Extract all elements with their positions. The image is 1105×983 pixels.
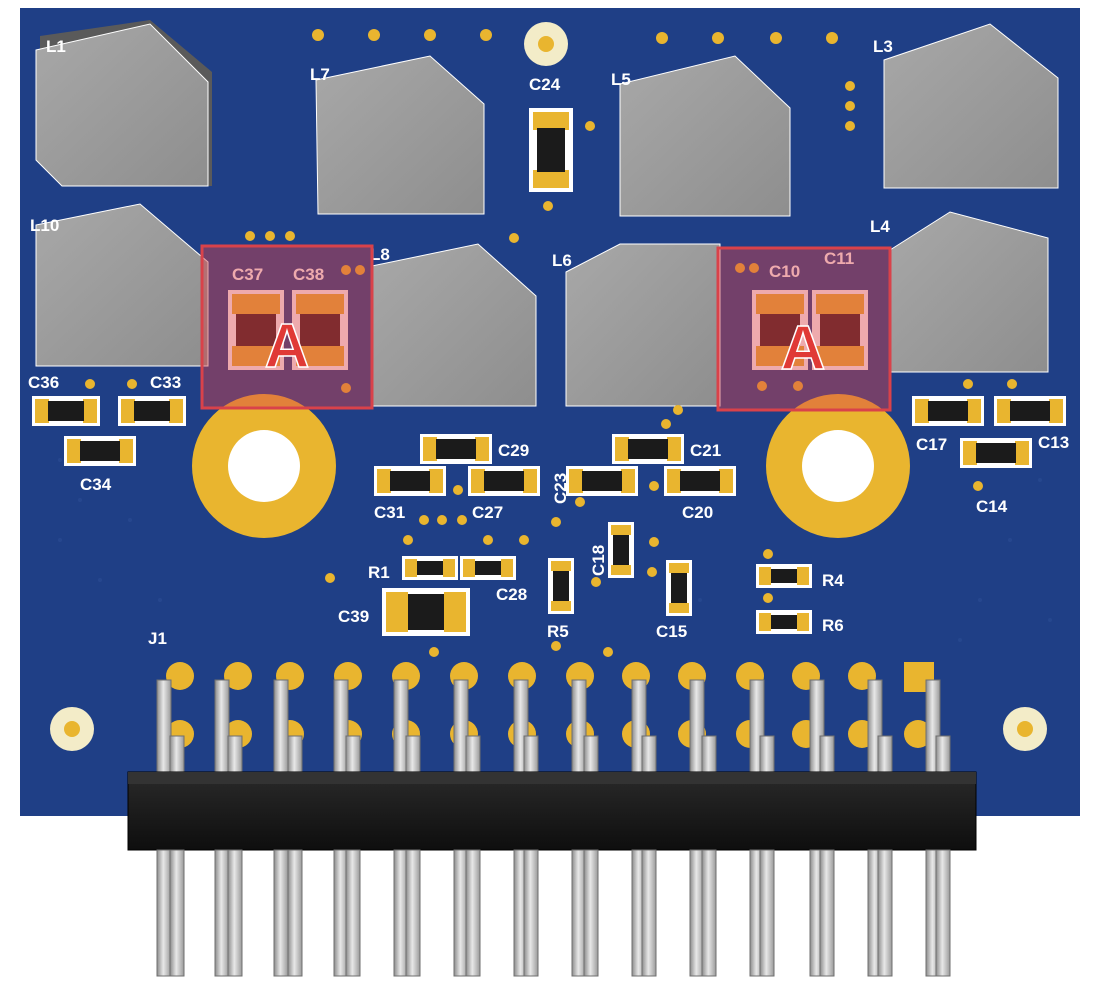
header-pins-back	[156, 679, 941, 781]
mounting-hole-left	[192, 394, 336, 538]
inductor-l6	[565, 243, 721, 407]
label-c27: C27	[472, 503, 503, 522]
smd-r1	[402, 556, 458, 580]
smd-c36	[32, 396, 100, 426]
inductor-l5	[619, 55, 791, 217]
smd-c31	[374, 466, 446, 496]
label-c33: C33	[150, 373, 181, 392]
fiducial-right	[1003, 707, 1047, 751]
smd-r5	[548, 558, 574, 614]
highlight-letter-right: A	[781, 314, 826, 383]
label-r1: R1	[368, 563, 390, 582]
label-c39: C39	[338, 607, 369, 626]
mounting-hole-right	[766, 394, 910, 538]
label-l3: L3	[873, 37, 893, 56]
vias	[85, 29, 1017, 657]
smd-r6	[756, 610, 812, 634]
label-c23: C23	[551, 473, 570, 504]
label-l8: L8	[370, 245, 390, 264]
fiducial-left	[50, 707, 94, 751]
label-c14: C14	[976, 497, 1008, 516]
highlight-box-right: A	[716, 246, 892, 412]
highlight-letter-left: A	[265, 312, 310, 381]
label-l10: L10	[30, 216, 59, 235]
inductor-l10	[35, 203, 209, 367]
label-l7: L7	[310, 65, 330, 84]
inductor-l7	[315, 55, 485, 215]
label-r5: R5	[547, 622, 569, 641]
label-c31: C31	[374, 503, 405, 522]
smd-c15	[666, 560, 692, 616]
label-c21: C21	[690, 441, 721, 460]
smd-c23	[566, 466, 638, 496]
smd-c20	[664, 466, 736, 496]
smd-c17	[912, 396, 984, 426]
label-c29: C29	[498, 441, 529, 460]
label-c38: C38	[293, 265, 324, 284]
caps-c10-c11	[752, 290, 868, 370]
label-c37: C37	[232, 265, 263, 284]
label-c10: C10	[769, 262, 800, 281]
label-r6: R6	[822, 616, 844, 635]
smd-c28	[460, 556, 516, 580]
smd-c18	[608, 522, 634, 578]
header-pins-front	[169, 735, 951, 781]
smd-c27	[468, 466, 540, 496]
label-l6: L6	[552, 251, 572, 270]
label-c15: C15	[656, 622, 687, 641]
smd-c14	[960, 438, 1032, 468]
highlight-box-left: A	[200, 244, 374, 410]
label-l4: L4	[870, 217, 890, 236]
smd-c21	[612, 434, 684, 464]
inductor-l4	[889, 211, 1049, 373]
label-c36: C36	[28, 373, 59, 392]
header-body	[127, 771, 977, 851]
smd-c33	[118, 396, 186, 426]
label-c24: C24	[529, 75, 561, 94]
label-c34: C34	[80, 475, 112, 494]
smd-c29	[420, 434, 492, 464]
label-c20: C20	[682, 503, 713, 522]
caps-c37-c38	[228, 290, 348, 370]
smd-c24	[529, 108, 573, 192]
label-c13: C13	[1038, 433, 1069, 452]
label-l5: L5	[611, 70, 631, 89]
label-l1: L1	[46, 37, 66, 56]
smd-r4	[756, 564, 812, 588]
label-r4: R4	[822, 571, 844, 590]
fiducial-top	[524, 22, 568, 66]
inductor-l1	[35, 20, 212, 187]
smd-c39	[382, 588, 470, 636]
smd-c34	[64, 436, 136, 466]
pcb-texture	[58, 458, 1052, 642]
silkscreen-labels: L1 L7 L5 L3 L10 L8 L6 L4 C24 C37 C38 C10…	[28, 37, 1069, 648]
label-c17: C17	[916, 435, 947, 454]
smd-c13	[994, 396, 1066, 426]
header-pins-bottom	[156, 849, 951, 977]
label-c18: C18	[589, 545, 608, 576]
label-c28: C28	[496, 585, 527, 604]
label-j1: J1	[148, 629, 167, 648]
inductor-l3	[883, 23, 1059, 189]
label-c11: C11	[824, 249, 854, 268]
